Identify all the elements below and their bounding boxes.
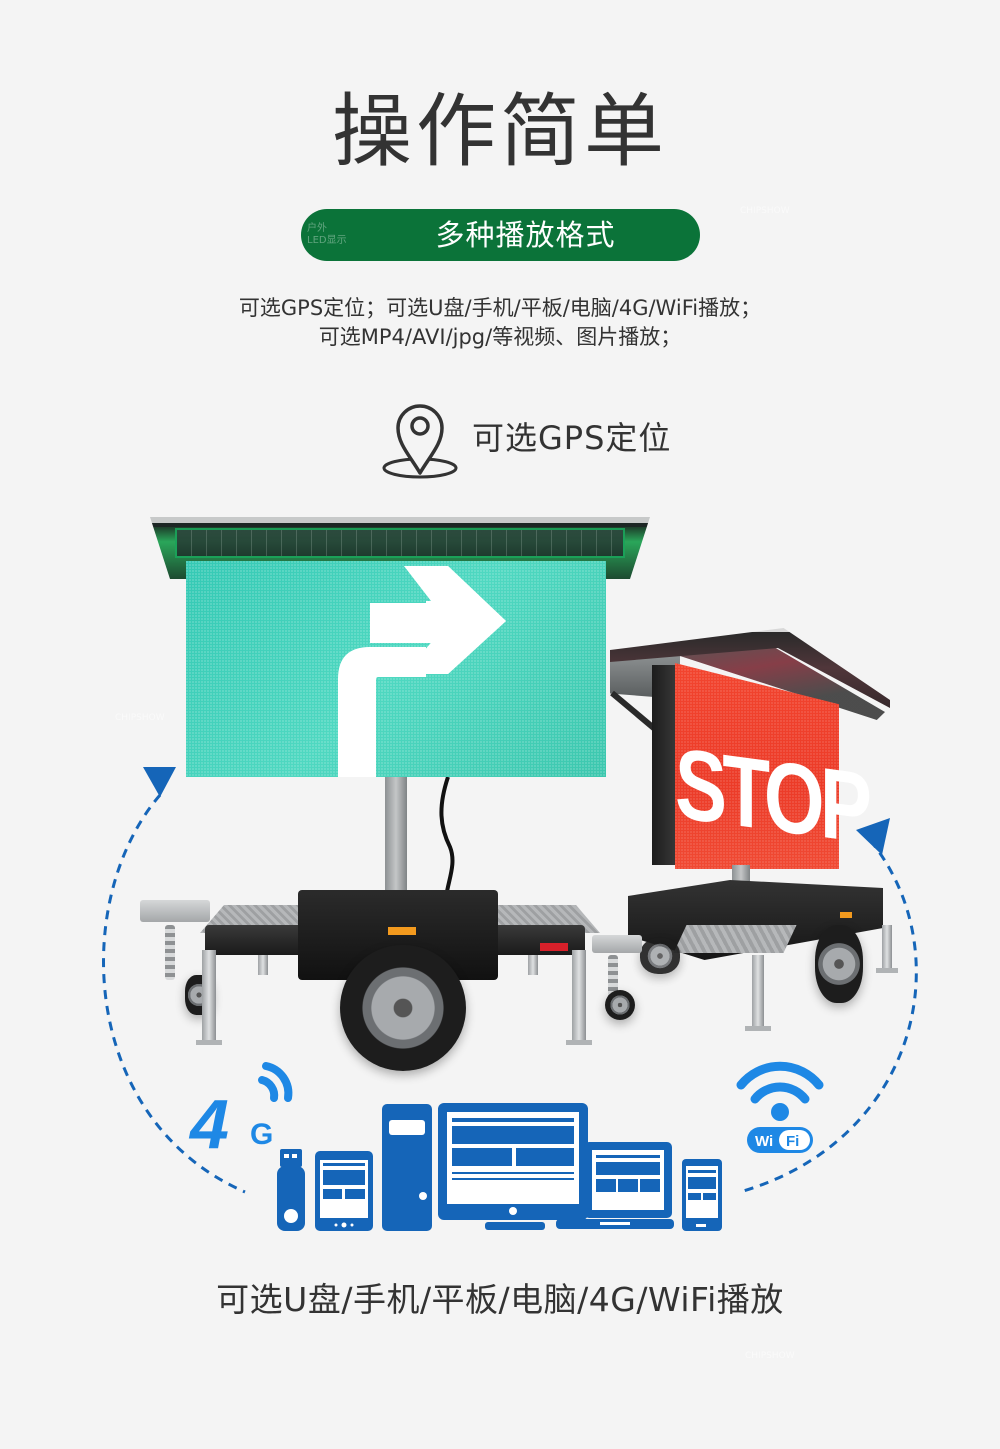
gps-label: 可选GPS定位 (472, 419, 672, 457)
wifi-icon: Wi Fi (736, 1061, 824, 1153)
connectivity-caption: 可选U盘/手机/平板/电脑/4G/WiFi播放 (216, 1280, 784, 1319)
wheel-left (340, 945, 466, 1071)
stabilizer-leg (528, 955, 538, 975)
4g-label-small: G (250, 1118, 273, 1151)
desktop-monitor-icon (438, 1103, 588, 1230)
wheel-right (815, 925, 863, 1003)
watermark-brand: CHIPSHOW (745, 1351, 795, 1361)
description-line-2: 可选MP4/AVI/jpg/等视频、图片播放； (318, 325, 682, 349)
watermark-line: 户外 (307, 223, 327, 234)
brand-watermark: CHIPSHOW (115, 712, 165, 724)
stabilizer-leg (572, 950, 586, 1042)
stop-text: STOP (675, 727, 868, 865)
4g-label-big: 4 (188, 1085, 229, 1153)
safety-chain (608, 955, 618, 1007)
laptop-icon (556, 1142, 674, 1229)
tow-hitch-right (592, 935, 642, 953)
description-line-1: 可选GPS定位；可选U盘/手机/平板/电脑/4G/WiFi播放； (238, 296, 762, 320)
tow-hitch-left (140, 900, 210, 922)
leg-foot (566, 1040, 592, 1045)
4g-signal-icon: 4 G (188, 1062, 293, 1153)
page-title: 操作简单 (332, 85, 668, 178)
feature-description: 可选GPS定位；可选U盘/手机/平板/电脑/4G/WiFi播放； 可选MP4/A… (0, 294, 1000, 352)
watermark-brand: CHIPSHOW (740, 206, 790, 216)
brand-watermark: CHIPSHOW (740, 205, 790, 217)
gps-feature: 可选GPS定位 (380, 398, 700, 480)
led-screen-arrow (186, 561, 606, 777)
jockey-wheel (605, 990, 635, 1020)
format-badge: 户外 LED显示 多种播放格式 (301, 209, 700, 261)
stabilizer-leg (258, 955, 268, 975)
reflector-orange (840, 912, 852, 918)
reflector-orange (388, 927, 416, 935)
stabilizer-leg (202, 950, 216, 1042)
badge-watermark: 户外 LED显示 (307, 223, 347, 247)
wifi-label-left: Wi (755, 1133, 773, 1150)
arrow-head-left (143, 767, 176, 797)
playback-devices (277, 1103, 722, 1231)
leg-foot (196, 1040, 222, 1045)
leg-foot (876, 968, 898, 973)
right-turn-arrow-icon (338, 566, 506, 777)
watermark-brand: CHIPSHOW (115, 713, 165, 723)
desktop-tower-icon (382, 1104, 432, 1231)
trailer-deck-right (673, 925, 797, 953)
badge-label: 多种播放格式 (435, 218, 616, 252)
screen-frame-right (652, 665, 678, 865)
wifi-label-right: Fi (786, 1133, 799, 1150)
phone-icon (682, 1159, 722, 1231)
reflector-red (540, 943, 568, 951)
leg-foot (745, 1026, 771, 1031)
watermark-line: LED显示 (307, 235, 347, 246)
mast-pole-left (385, 777, 407, 897)
wheel-right-rear (640, 938, 680, 974)
safety-chain (165, 925, 175, 980)
power-cable (439, 777, 455, 907)
brand-watermark: CHIPSHOW (745, 1350, 795, 1362)
stabilizer-leg (882, 925, 892, 970)
tablet-icon (315, 1151, 373, 1231)
location-pin-icon (382, 404, 458, 479)
stabilizer-leg (752, 955, 764, 1027)
solar-cells-left (175, 528, 625, 558)
usb-drive-icon (277, 1149, 305, 1231)
